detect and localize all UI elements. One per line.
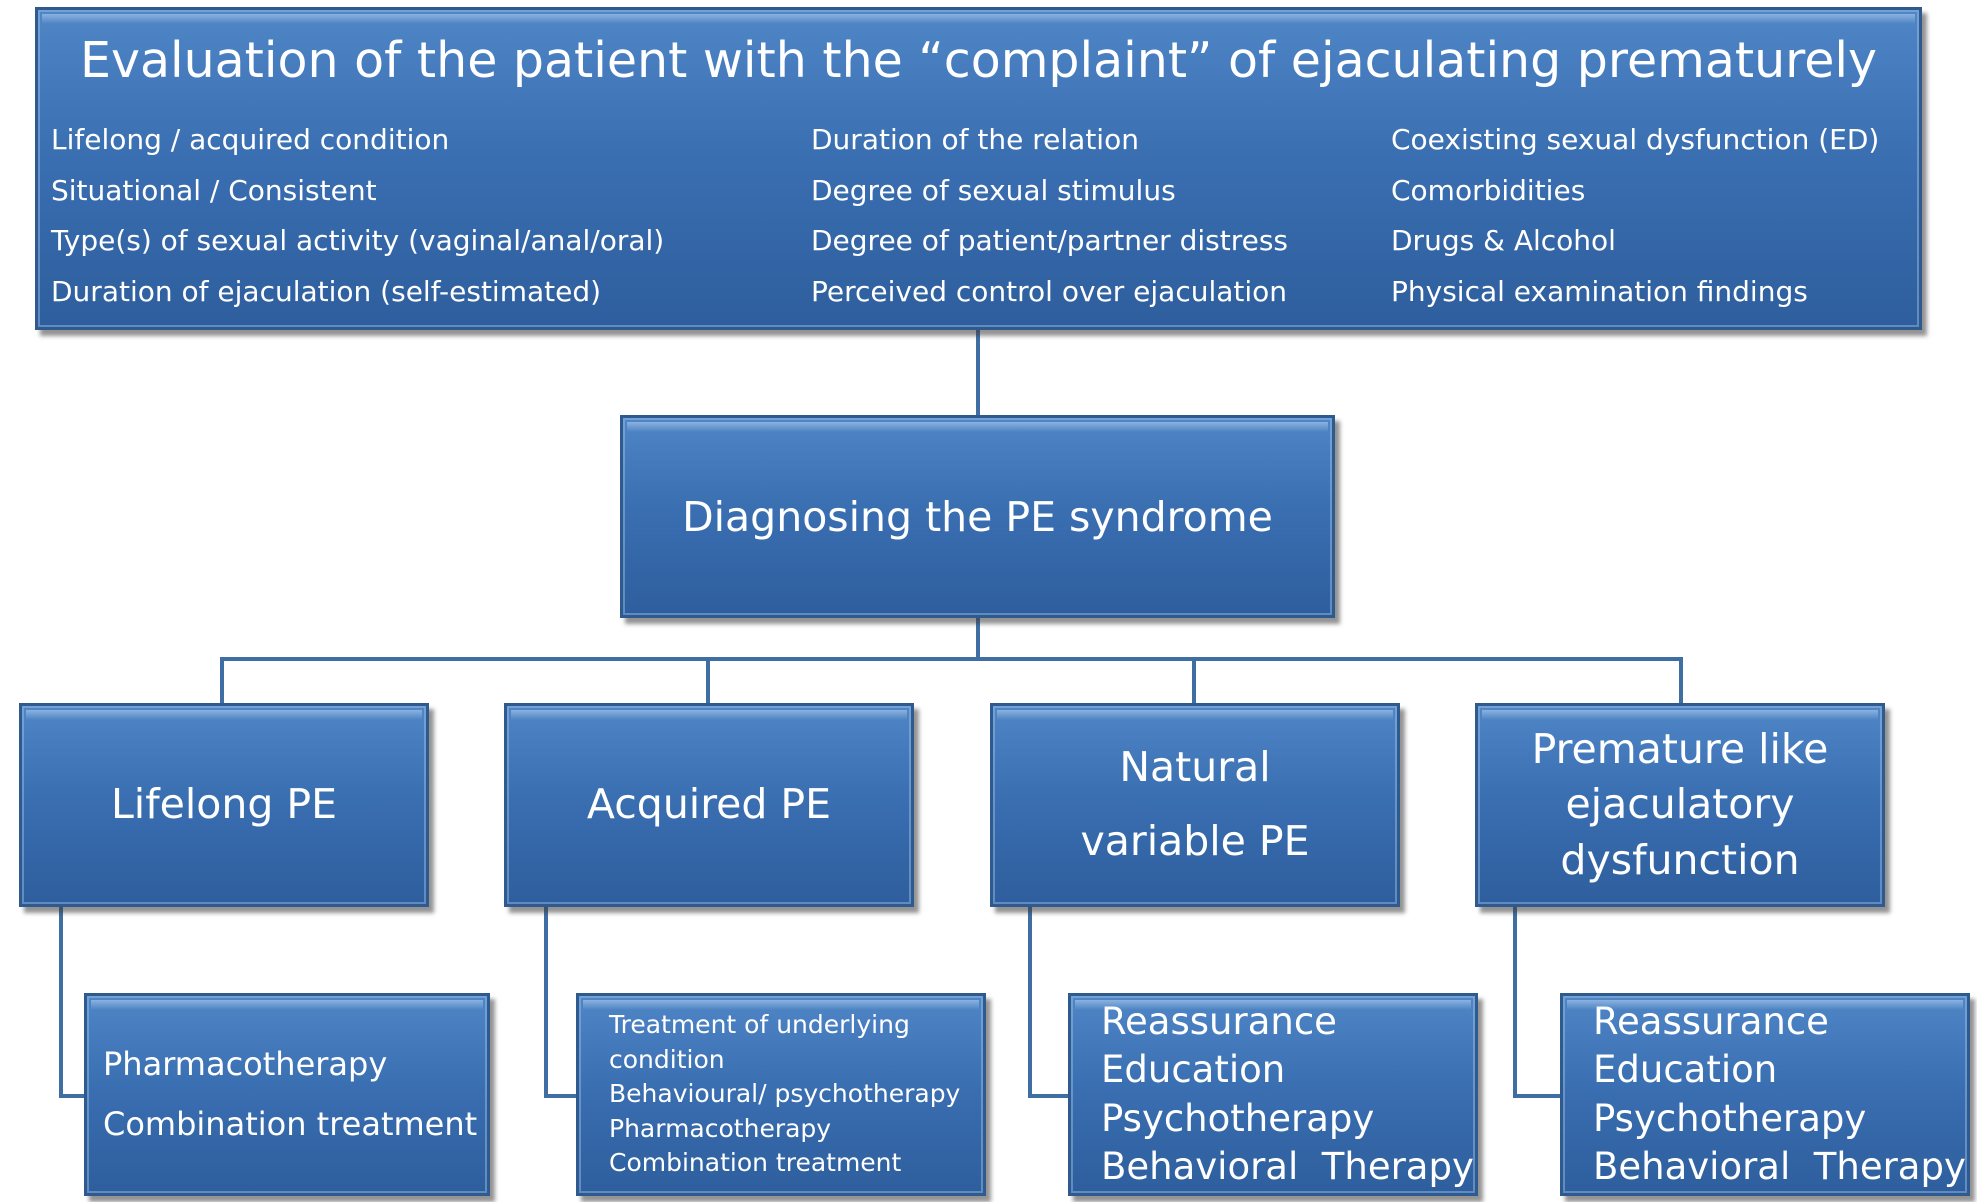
category-label: Lifelong PE [110,780,338,829]
evaluation-title: Evaluation of the patient with the “comp… [80,32,1877,89]
acquired-pe-box: Acquired PE [504,703,914,907]
evaluation-item: Physical examination findings [1391,274,1808,308]
evaluation-item: Comorbidities [1391,173,1586,207]
diagnosis-box: Diagnosing the PE syndrome [620,415,1335,618]
connector-acquired-treatment-v [544,907,548,1098]
connector-horizontal-bus [220,657,1683,661]
treatment-item: Behavioral Therapy [1101,1144,1474,1188]
treatment-item: Behavioural/ psychotherapy [609,1079,961,1109]
evaluation-box: Evaluation of the patient with the “comp… [35,7,1922,330]
treatment-item: Combination treatment [609,1148,902,1178]
evaluation-item: Coexisting sexual dysfunction (ED) [1391,123,1880,156]
treatment-item: Education [1593,1048,1778,1092]
treatment-item: Combination treatment [103,1104,478,1143]
evaluation-item: Duration of the relation [811,123,1139,156]
treatment-item: Psychotherapy [1593,1096,1867,1140]
treatment-item: Education [1101,1048,1286,1092]
category-label: Acquired PE [586,780,832,829]
evaluation-column-1: Lifelong / acquired condition Situationa… [51,115,664,317]
evaluation-item: Situational / Consistent [51,173,377,207]
acquired-treatment-box: Treatment of underlying condition Behavi… [576,993,986,1196]
evaluation-item: Degree of patient/partner distress [811,224,1288,257]
connector-natural-treatment-h [1028,1094,1070,1098]
connector-to-premature [1679,657,1683,703]
connector-premature-treatment-v [1513,907,1517,1098]
lifelong-pe-box: Lifelong PE [19,703,429,907]
evaluation-column-3: Coexisting sexual dysfunction (ED) Comor… [1391,115,1879,317]
treatment-item: Treatment of underlying [609,1010,910,1040]
treatment-item: Pharmacotherapy [103,1045,388,1084]
treatment-item: Pharmacotherapy [609,1113,832,1143]
category-label: variable PE [1080,817,1310,865]
treatment-item: Reassurance [1593,1000,1829,1044]
evaluation-item: Lifelong / acquired condition [51,123,450,156]
premature-treatment-box: Reassurance Education Psychotherapy Beha… [1560,993,1970,1196]
diagnosis-label: Diagnosing the PE syndrome [682,492,1273,541]
evaluation-item: Drugs & Alcohol [1391,224,1616,257]
evaluation-item: Duration of ejaculation (self-estimated) [51,274,602,308]
category-label: dysfunction [1560,835,1800,884]
connector-lifelong-treatment-h [59,1094,86,1098]
connector-diagnosis-down [976,618,980,661]
lifelong-treatment-box: Pharmacotherapy Combination treatment [84,993,490,1196]
connector-top-to-diagnosis [976,330,980,416]
treatment-item: condition [609,1044,725,1074]
connector-acquired-treatment-h [544,1094,578,1098]
category-label: ejaculatory [1565,780,1795,829]
premature-like-dysfunction-box: Premature like ejaculatory dysfunction [1475,703,1885,907]
connector-to-natural [1192,657,1196,703]
category-label: Natural [1119,743,1271,792]
evaluation-column-2: Duration of the relation Degree of sexua… [811,115,1288,317]
evaluation-item: Degree of sexual stimulus [811,173,1176,207]
connector-to-acquired [706,657,710,703]
connector-lifelong-treatment-v [59,907,63,1098]
connector-to-lifelong [220,657,224,703]
natural-variable-pe-box: Natural variable PE [990,703,1400,907]
treatment-item: Behavioral Therapy [1593,1144,1966,1188]
treatment-item: Psychotherapy [1101,1096,1375,1140]
connector-natural-treatment-v [1028,907,1032,1098]
evaluation-item: Type(s) of sexual activity (vaginal/anal… [51,224,665,257]
natural-treatment-box: Reassurance Education Psychotherapy Beha… [1068,993,1478,1196]
evaluation-item: Perceived control over ejaculation [811,274,1288,308]
treatment-item: Reassurance [1101,1000,1337,1044]
category-label: Premature like [1531,724,1829,773]
connector-premature-treatment-h [1513,1094,1562,1098]
